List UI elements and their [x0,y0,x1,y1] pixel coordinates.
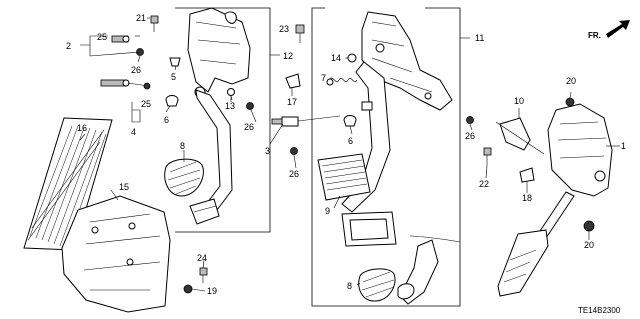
part-label-21: 21 [136,13,146,23]
part-label-1: 1 [621,141,626,151]
nut-19 [183,284,193,294]
part-label-25-upper: 25 [97,32,107,42]
front-direction-indicator: FR. [588,20,630,40]
part-label-10: 10 [514,96,524,106]
clip-18 [519,167,535,183]
stop-switch-3 [271,115,341,127]
part-label-20-upper: 20 [566,76,576,86]
brake-pedal-pad-9 [317,153,371,201]
part-label-26-right: 26 [465,131,475,141]
part-label-4: 4 [131,127,136,137]
part-label-2: 2 [66,41,71,51]
part-label-6-left: 6 [164,115,169,125]
front-direction-label: FR. [588,31,601,40]
floor-pad-16 [23,117,113,251]
leader-lines [79,17,620,292]
heel-plate-15 [61,195,171,313]
diagram-code: TE14B2300 [578,306,621,315]
pedal-pad-8-upper [164,158,204,197]
nut-26-middle [246,102,254,110]
accelerator-pedal-1 [497,103,613,297]
clip-5 [169,57,181,67]
lower-pedal-inset [397,235,461,305]
part-label-8-upper: 8 [180,141,185,151]
part-label-15: 15 [119,182,129,192]
brake-pedal-arm [341,61,391,213]
clutch-pedal-bracket [187,7,251,98]
switch-4 [100,79,149,87]
part-label-3: 3 [265,146,270,156]
part-label-25-lower: 25 [141,99,151,109]
nut-26-lower [290,147,298,155]
part-label-17: 17 [287,97,297,107]
bolt-24 [199,267,208,283]
brake-pedal-cover [341,211,397,247]
clutch-pedal-arm [189,89,233,225]
switch-2 [111,35,130,43]
part-label-26-left: 26 [131,65,141,75]
part-label-14: 14 [331,53,341,63]
nut-20-upper [565,97,575,107]
bolt-21 [150,15,159,32]
pedal-pad-8-lower [358,268,396,302]
brake-pedal-bracket [361,11,453,111]
part-label-22: 22 [479,179,489,189]
part-label-23: 23 [279,24,289,34]
part-label-11: 11 [475,33,484,43]
part-label-20-lower: 20 [584,240,594,250]
accelerator-bracket-10 [495,117,545,155]
part-label-12: 12 [283,51,293,61]
nut-26-right [466,116,474,124]
bolt-14 [347,53,357,63]
part-label-13: 13 [225,101,235,111]
part-label-26-middle: 26 [244,122,254,132]
part-label-9: 9 [325,206,330,216]
nut-20-lower [583,220,595,232]
part-label-19: 19 [207,286,217,296]
frame-box-brake-right [311,7,470,307]
cushion-6-left [165,95,179,107]
part-label-5: 5 [171,72,176,82]
part-label-16: 16 [77,123,87,133]
part-number-labels: 1 2 3 4 5 6 6 7 8 8 9 10 11 12 13 14 15 … [66,13,626,296]
part-label-26-lower: 26 [289,169,299,179]
front-arrow-icon [606,20,630,38]
bolt-23 [295,24,305,43]
bolt-22 [483,147,492,166]
frame-box-brake-left [175,7,280,233]
cushion-6-right [343,115,357,127]
clip-17 [285,73,301,89]
part-label-24: 24 [197,253,207,263]
part-label-18: 18 [522,193,532,203]
part-label-6-right: 6 [348,136,353,146]
part-label-7: 7 [321,73,326,83]
spring-7 [326,78,358,86]
part-label-8-lower: 8 [347,281,352,291]
bolt-13 [227,88,235,102]
nut-25-lower [143,82,151,90]
